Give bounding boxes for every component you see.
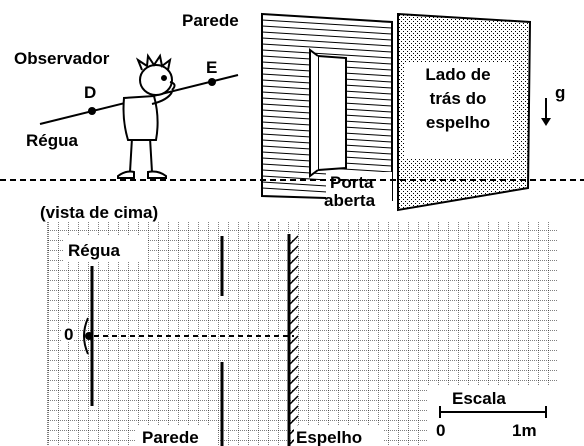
- mirror-label-plan: Espelho: [296, 428, 362, 446]
- point-d-marker: [88, 107, 96, 115]
- wall-label-top: Parede: [182, 11, 239, 30]
- ruler-plan: [62, 236, 148, 406]
- point-e-label: E: [206, 58, 217, 77]
- perspective-scene: Observador D E Régua: [0, 11, 584, 214]
- scale-zero: 0: [436, 421, 445, 440]
- point-e-marker: [208, 78, 216, 86]
- door-label-line2: aberta: [324, 191, 376, 210]
- door-label-line1: Porta: [330, 173, 374, 192]
- observer-label: Observador: [14, 49, 110, 68]
- wall-panel: [261, 12, 393, 214]
- door-opening: [317, 54, 347, 172]
- scale-title: Escala: [452, 389, 506, 408]
- scale-bar: [428, 386, 558, 446]
- wall-label-plan: Parede: [142, 428, 199, 446]
- ruler-zero-label: 0: [64, 325, 73, 344]
- gravity-label: g: [555, 83, 565, 102]
- point-d-label: D: [84, 83, 96, 102]
- gravity-arrow: [541, 98, 551, 126]
- plan-view-label: (vista de cima): [40, 203, 158, 222]
- scale-one: 1m: [512, 421, 537, 440]
- ruler-label-plan: Régua: [68, 241, 121, 260]
- mirror-back-line2: trás do: [430, 89, 487, 108]
- ruler-label-top: Régua: [26, 131, 79, 150]
- mirror-back-line1: Lado de: [425, 65, 490, 84]
- mirror-back-line3: espelho: [426, 113, 490, 132]
- observer-figure: [117, 53, 176, 179]
- mirror-back-panel: [397, 12, 532, 212]
